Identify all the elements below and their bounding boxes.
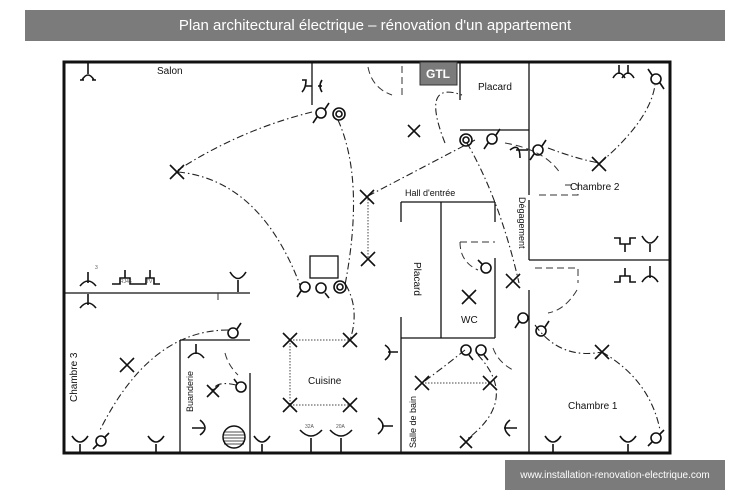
outer-wall [62,60,672,455]
interior-walls [64,62,670,453]
room-buanderie: Buanderie [185,371,195,412]
outlet-count-label: 3 [95,265,98,271]
room-chambre-1: Chambre 1 [568,401,618,412]
switches [92,68,665,450]
page-title: Plan architectural électrique – rénovati… [25,10,725,41]
room-placard-top: Placard [478,82,512,93]
rj45-label: RJ45 [120,279,132,285]
outlets [71,62,659,453]
circuit-lines [99,84,661,441]
gtl-panel [419,61,458,86]
push-buttons [332,107,473,294]
light-points [119,124,610,449]
water-heater-icon [222,425,246,449]
rating-20a-label: 20A [336,424,346,430]
room-chambre-2: Chambre 2 [570,182,620,193]
tv-label: TV [146,279,153,285]
room-cuisine: Cuisine [308,376,342,387]
direct-links [289,196,490,406]
room-salle-de-bain: Salle de bain [408,396,418,448]
room-degagement: Dégagement [517,197,527,249]
doors [217,66,579,376]
room-placard-hall: Placard [411,262,422,296]
room-hall: Hall d'entrée [405,188,455,198]
rating-32a-label: 32A [305,424,315,430]
gtl-label: GTL [426,67,450,81]
room-wc: WC [461,315,478,326]
room-salon: Salon [157,66,183,77]
room-chambre-3: Chambre 3 [69,352,80,402]
website-url: www.installation-renovation-electrique.c… [505,460,725,490]
